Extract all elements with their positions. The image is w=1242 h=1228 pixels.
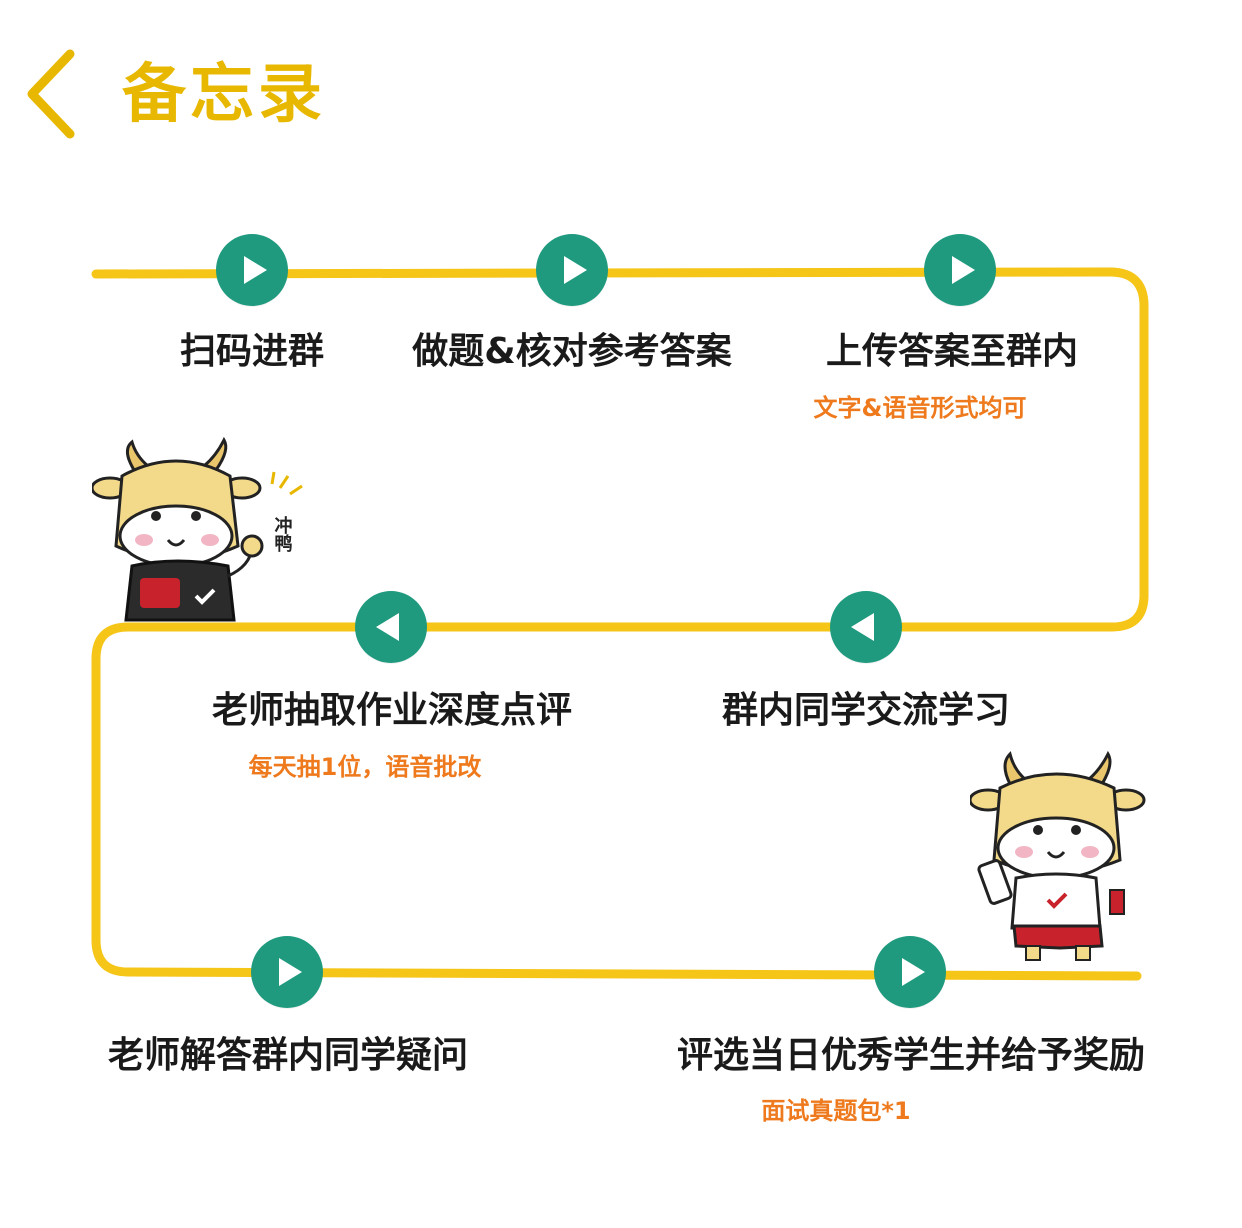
step-5-note: 每天抽1位，语音批改	[248, 753, 482, 781]
page-title: 备忘录	[122, 58, 326, 132]
step-3-note: 文字&语音形式均可	[813, 394, 1027, 422]
play-right-icon	[536, 234, 608, 306]
step-1-play-button[interactable]	[216, 234, 288, 306]
cow-mascot-cheering: 冲鸭	[92, 436, 303, 622]
play-left-icon	[830, 591, 902, 663]
step-4-play-button[interactable]	[830, 591, 902, 663]
step-2-play-button[interactable]	[536, 234, 608, 306]
step-6-label: 老师解答群内同学疑问	[107, 1035, 469, 1076]
play-right-icon	[924, 234, 996, 306]
step-5-play-button[interactable]	[355, 591, 427, 663]
play-left-icon	[355, 591, 427, 663]
chevron-left-icon	[27, 49, 75, 139]
cow-mascot-running	[970, 750, 1146, 961]
step-1-label: 扫码进群	[179, 331, 325, 372]
step-3-play-button[interactable]	[924, 234, 996, 306]
back-button[interactable]	[22, 48, 82, 140]
play-right-icon	[251, 936, 323, 1008]
step-3-label: 上传答案至群内	[825, 331, 1079, 372]
mascot-badge-text: 冲鸭	[272, 515, 293, 553]
play-right-icon	[874, 936, 946, 1008]
step-5-label: 老师抽取作业深度点评	[211, 690, 573, 731]
step-4-label: 群内同学交流学习	[721, 690, 1011, 731]
step-7-play-button[interactable]	[874, 936, 946, 1008]
step-2-label: 做题&核对参考答案	[412, 331, 732, 372]
play-right-icon	[216, 234, 288, 306]
step-7-label: 评选当日优秀学生并给予奖励	[676, 1035, 1146, 1076]
step-6-play-button[interactable]	[251, 936, 323, 1008]
step-7-note: 面试真题包*1	[761, 1097, 911, 1125]
